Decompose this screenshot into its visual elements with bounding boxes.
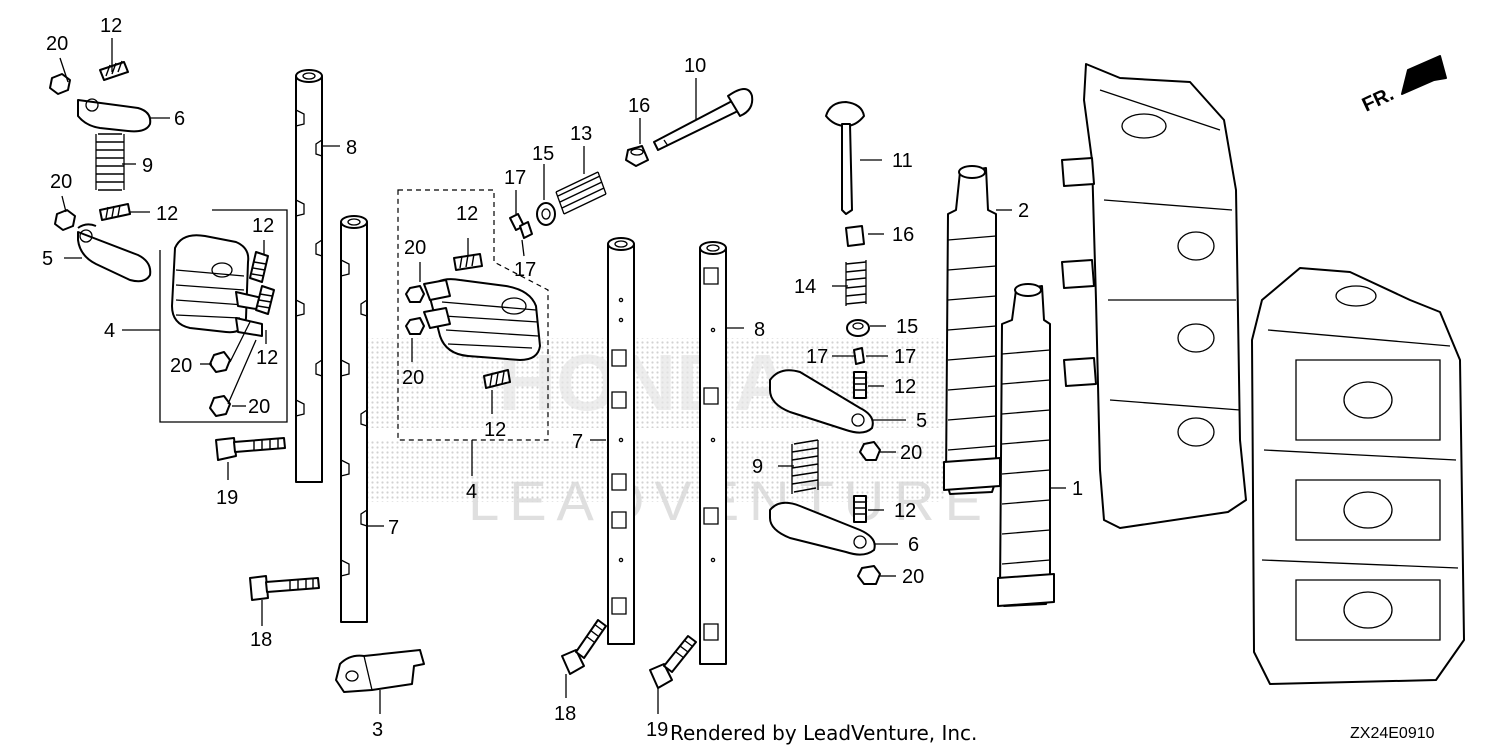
callout-12[interactable]: 12 xyxy=(456,203,478,225)
callout-17[interactable]: 17 xyxy=(514,259,536,281)
callout-10[interactable]: 10 xyxy=(684,55,706,77)
callout-20[interactable]: 20 xyxy=(902,566,924,588)
callout-16[interactable]: 16 xyxy=(628,95,650,117)
callout-13[interactable]: 13 xyxy=(570,123,592,145)
callout-17[interactable]: 17 xyxy=(504,167,526,189)
valve-spring-9-left xyxy=(95,133,125,191)
rocker-assembly-4-left xyxy=(159,209,288,423)
valve-seal-16-right xyxy=(845,225,865,247)
callout-4[interactable]: 4 xyxy=(466,481,477,503)
lock-nut-20-right-bottom xyxy=(857,565,881,585)
callout-12[interactable]: 12 xyxy=(484,419,506,441)
rocker-shaft-8-left xyxy=(295,69,323,483)
callout-19[interactable]: 19 xyxy=(216,487,238,509)
callout-20[interactable]: 20 xyxy=(170,355,192,377)
callout-17[interactable]: 17 xyxy=(806,346,828,368)
adjust-screw-12-mid xyxy=(99,203,131,221)
adjust-screw-12-right-bottom xyxy=(853,495,867,523)
callout-3[interactable]: 3 xyxy=(372,719,383,741)
callout-1[interactable]: 1 xyxy=(1072,478,1083,500)
callout-8[interactable]: 8 xyxy=(346,137,357,159)
bolt-18-center xyxy=(561,619,607,675)
callout-15[interactable]: 15 xyxy=(896,316,918,338)
callout-5[interactable]: 5 xyxy=(916,410,927,432)
rocker-shaft-7-left xyxy=(340,215,368,623)
front-arrow-icon xyxy=(1401,55,1447,95)
dealer-watermark: HONDA LEADVENTURE xyxy=(345,338,982,532)
rocker-arm-5-right xyxy=(769,369,874,434)
callout-6[interactable]: 6 xyxy=(908,534,919,556)
callout-12[interactable]: 12 xyxy=(100,15,122,37)
callout-12[interactable]: 12 xyxy=(894,376,916,398)
lock-nut-20-top xyxy=(49,73,71,95)
front-direction-indicator: FR. xyxy=(1359,55,1447,117)
diagram-code: ZX24E0910 xyxy=(1350,725,1435,742)
valve-cotter-17-top xyxy=(509,213,533,239)
callout-20[interactable]: 20 xyxy=(46,33,68,55)
callout-20[interactable]: 20 xyxy=(402,367,424,389)
callout-9[interactable]: 9 xyxy=(752,456,763,478)
intake-valve-11 xyxy=(825,101,865,215)
callout-18[interactable]: 18 xyxy=(250,629,272,651)
callout-12[interactable]: 12 xyxy=(894,500,916,522)
callout-16[interactable]: 16 xyxy=(892,224,914,246)
valve-seal-16-top xyxy=(625,145,649,167)
spring-seat-15-top xyxy=(536,202,556,226)
callout-6[interactable]: 6 xyxy=(174,108,185,130)
watermark-brand: HONDA xyxy=(498,338,791,427)
bolt-19-center xyxy=(649,635,697,689)
callout-20[interactable]: 20 xyxy=(404,237,426,259)
exhaust-valve-10 xyxy=(653,88,754,151)
callout-18[interactable]: 18 xyxy=(554,703,576,725)
rocker-arm-5-left xyxy=(77,223,152,283)
valve-spring-14 xyxy=(845,260,867,306)
adjust-screw-12-top xyxy=(99,60,129,81)
rocker-arm-6-right xyxy=(769,501,876,556)
callout-12[interactable]: 12 xyxy=(156,203,178,225)
leader-lines xyxy=(59,38,1066,714)
callout-12[interactable]: 12 xyxy=(256,347,278,369)
spring-retainer-15-right xyxy=(846,319,870,337)
callout-7[interactable]: 7 xyxy=(388,517,399,539)
lock-nut-20-mid xyxy=(54,209,76,231)
cylinder-head-rear xyxy=(1061,63,1247,529)
callout-20[interactable]: 20 xyxy=(50,171,72,193)
rocker-shaft-8-center xyxy=(699,241,727,665)
bolt-19-left xyxy=(215,437,286,461)
cylinder-head-front xyxy=(1251,267,1465,685)
front-arrow-label: FR. xyxy=(1359,83,1397,117)
valve-spring-13 xyxy=(555,171,607,215)
callout-9[interactable]: 9 xyxy=(142,155,153,177)
callout-11[interactable]: 11 xyxy=(892,150,913,172)
callout-5[interactable]: 5 xyxy=(42,248,53,270)
callout-14[interactable]: 14 xyxy=(794,276,816,298)
callout-20[interactable]: 20 xyxy=(900,442,922,464)
adjust-screw-12-right-top xyxy=(853,371,867,399)
rocker-shaft-7-center xyxy=(607,237,635,645)
rocker-arm-6-left xyxy=(77,98,152,133)
callout-12[interactable]: 12 xyxy=(252,215,274,237)
camshaft-1 xyxy=(997,283,1055,607)
callout-labels: 20 12 6 9 20 12 5 12 4 12 20 20 19 8 7 1… xyxy=(42,15,1083,741)
callout-8[interactable]: 8 xyxy=(754,319,765,341)
lock-nut-20-right-mid xyxy=(859,441,881,461)
cam-bracket-3 xyxy=(335,649,425,693)
callout-4[interactable]: 4 xyxy=(104,320,115,342)
valve-spring-9-right xyxy=(791,439,819,494)
callout-17[interactable]: 17 xyxy=(894,346,916,368)
callout-7[interactable]: 7 xyxy=(572,431,583,453)
callout-19[interactable]: 19 xyxy=(646,719,668,741)
footer-credit: Rendered by LeadVenture, Inc. xyxy=(670,721,977,745)
valve-cotter-17-right xyxy=(853,347,865,365)
callout-20[interactable]: 20 xyxy=(248,396,270,418)
callout-15[interactable]: 15 xyxy=(532,143,554,165)
bolt-18-left xyxy=(249,575,320,601)
camshaft-2 xyxy=(943,165,1001,495)
rocker-assembly-4-center xyxy=(397,189,549,441)
callout-2[interactable]: 2 xyxy=(1018,200,1029,222)
